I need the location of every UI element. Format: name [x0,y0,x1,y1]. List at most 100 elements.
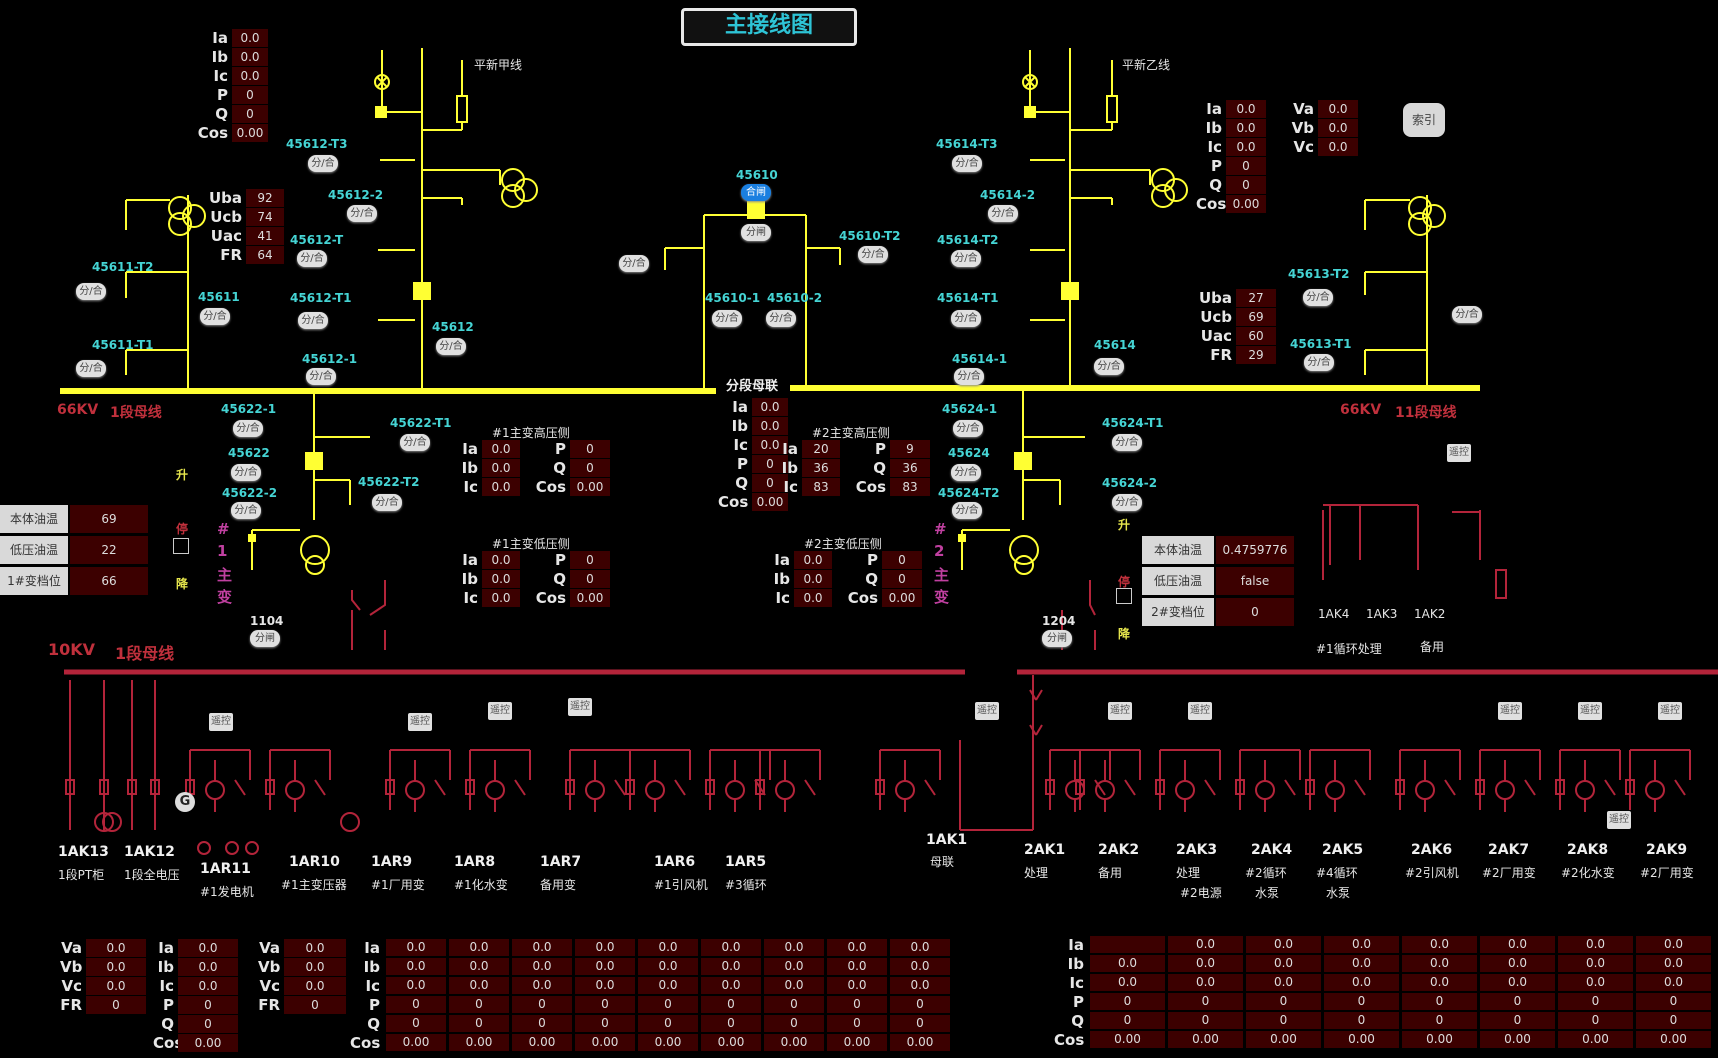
switch-code-45622: 45622 [228,446,270,460]
t1-high-value: 0 [570,440,610,458]
switch-button-45612-T1[interactable]: 分/合 [298,312,328,329]
volt-left-label: Uac [210,227,242,245]
switch-code-45622-T1: 45622-T1 [390,416,452,430]
switch-button-45614-1[interactable]: 分/合 [954,368,984,385]
bottom-mid-grid-cell: 0.0 [638,939,698,956]
t2-stop[interactable]: 停 [1118,575,1131,589]
switch-button-coupler-left[interactable]: 分/合 [619,255,649,272]
volt-right-value: 60 [1236,327,1276,345]
switch-button-45624-T2[interactable]: 分/合 [952,502,982,519]
switch-button-45613-T1[interactable]: 分/合 [1304,354,1334,371]
switch-button-45611-T1[interactable]: 分/合 [76,360,106,377]
switch-button-45610-2[interactable]: 分/合 [766,310,796,327]
switch-button-45610-T2[interactable]: 分/合 [858,246,888,263]
switch-button-45612-1[interactable]: 分/合 [306,368,336,385]
switch-button-45624-1[interactable]: 分/合 [953,420,983,437]
switch-button-45614-T3[interactable]: 分/合 [952,155,982,172]
switch-button-45612[interactable]: 分/合 [436,338,466,355]
bottom-mid-grid-cell: 0 [638,996,698,1013]
t1-high-label: Cos [535,478,566,496]
remote-control-button[interactable]: 遥控 [1658,702,1682,720]
bus-right-voltage: 66KV [1340,402,1382,418]
switch-button-45622-T1[interactable]: 分/合 [400,434,430,451]
remote-control-button[interactable]: 遥控 [209,713,233,731]
t1-stop-box[interactable] [173,538,189,554]
feeder-desc-2AK6: #2引风机 [1405,866,1459,880]
switch-button-45614-2[interactable]: 分/合 [988,205,1018,222]
switch-button-45612-T3[interactable]: 分/合 [308,155,338,172]
switch-button-45610-1[interactable]: 分/合 [712,310,742,327]
switch-button-45613-T2[interactable]: 分/合 [1303,289,1333,306]
bottom-right-grid-cell: 0 [1324,1012,1399,1029]
volt-right-label: Uac [1200,327,1232,345]
switch-button-45614-T1[interactable]: 分/合 [951,310,981,327]
switch-button-45610-open[interactable]: 分闸 [741,224,771,241]
t2-info-value: false [1216,567,1294,595]
bottom-right-grid-cell: 0 [1246,1012,1321,1029]
switch-button-45624-2[interactable]: 分/合 [1112,494,1142,511]
switch-button-1204[interactable]: 分闸 [1042,630,1072,647]
switch-button-45622-2[interactable]: 分/合 [231,502,261,519]
feeder-desc2-2AK3: #2电源 [1180,886,1222,900]
feeder-code-2AK1: 2AK1 [1024,842,1066,858]
bottom-right-grid-cell: 0.0 [1324,955,1399,972]
remote-control-button[interactable]: 遥控 [568,698,592,716]
feeder-desc-1AK13: 1段PT柜 [58,868,105,882]
remote-control-button[interactable]: 遥控 [975,702,999,720]
bottom-mid-grid-cell: 0.0 [890,958,950,975]
bottom-mid-grid-cell: 0.00 [764,1034,824,1051]
t2-stop-box[interactable] [1116,588,1132,604]
switch-button-45622-T2[interactable]: 分/合 [372,494,402,511]
switch-button-45622-1[interactable]: 分/合 [233,420,263,437]
bottom-right-grid-cell: 0.0 [1246,955,1321,972]
remote-control-button[interactable]: 遥控 [1188,702,1212,720]
aux-group-2: 备用 [1420,640,1445,654]
switch-button-45612-T[interactable]: 分/合 [297,250,327,267]
t1-raise[interactable]: 升 [176,468,189,482]
remote-control-button[interactable]: 遥控 [408,713,432,731]
volt-left-value: 74 [246,208,284,226]
t1-stop[interactable]: 停 [176,522,189,536]
remote-control-button[interactable]: 遥控 [488,702,512,720]
bottom-mid-grid-cell: 0.00 [890,1034,950,1051]
t1-low-value: 0.0 [482,570,520,588]
bottom-mid-grid-cell: 0 [449,996,509,1013]
remote-control-button[interactable]: 遥控 [1498,702,1522,720]
switch-button-45612-2[interactable]: 分/合 [347,205,377,222]
index-button[interactable]: 索引 [1403,103,1445,137]
switch-button-45610[interactable]: 合闸 [741,184,771,201]
t1-lower[interactable]: 降 [176,577,189,591]
meter-tr-v-label: Vc [1293,138,1314,156]
switch-button-45624[interactable]: 分/合 [951,464,981,481]
t1-label-num: 1 [217,542,228,560]
meter-tr-label: Ib [1205,119,1222,137]
meter-tl-label: Ia [212,29,228,47]
feeder-desc-2AK9: #2厂用变 [1640,866,1694,880]
switch-button-right-far[interactable]: 分/合 [1452,306,1482,323]
t1-high-label: P [555,440,566,458]
remote-control-button[interactable]: 遥控 [1578,702,1602,720]
switch-code-45610-T2: 45610-T2 [839,229,901,243]
switch-button-45614-T2[interactable]: 分/合 [951,250,981,267]
remote-control-button[interactable]: 遥控 [1108,702,1132,720]
volt-right-value: 69 [1236,308,1276,326]
t2-low-label: Ib [773,570,790,588]
bottom-mid-grid-cell: 0 [386,1015,446,1032]
aux-code-1AK4: 1AK4 [1318,607,1350,621]
meter-tr-value: 0.0 [1226,138,1266,156]
switch-button-45624-T1[interactable]: 分/合 [1112,434,1142,451]
bottom-right-grid-label: Ib [1067,955,1084,973]
switch-button-1104[interactable]: 分闸 [250,630,280,647]
switch-button-45614[interactable]: 分/合 [1094,358,1124,375]
switch-button-45622[interactable]: 分/合 [231,464,261,481]
t2-raise[interactable]: 升 [1118,518,1131,532]
bottom-right-grid-cell: 0.0 [1402,936,1477,953]
remote-control-button[interactable]: 遥控 [1607,811,1631,829]
t2-lower[interactable]: 降 [1118,627,1131,641]
switch-code-45614-T1: 45614-T1 [937,291,999,305]
remote-control-button[interactable]: 遥控 [1447,444,1471,462]
switch-button-45611-T2[interactable]: 分/合 [76,283,106,300]
switch-button-45611[interactable]: 分/合 [200,308,230,325]
mid-meter-label: Ib [731,417,748,435]
